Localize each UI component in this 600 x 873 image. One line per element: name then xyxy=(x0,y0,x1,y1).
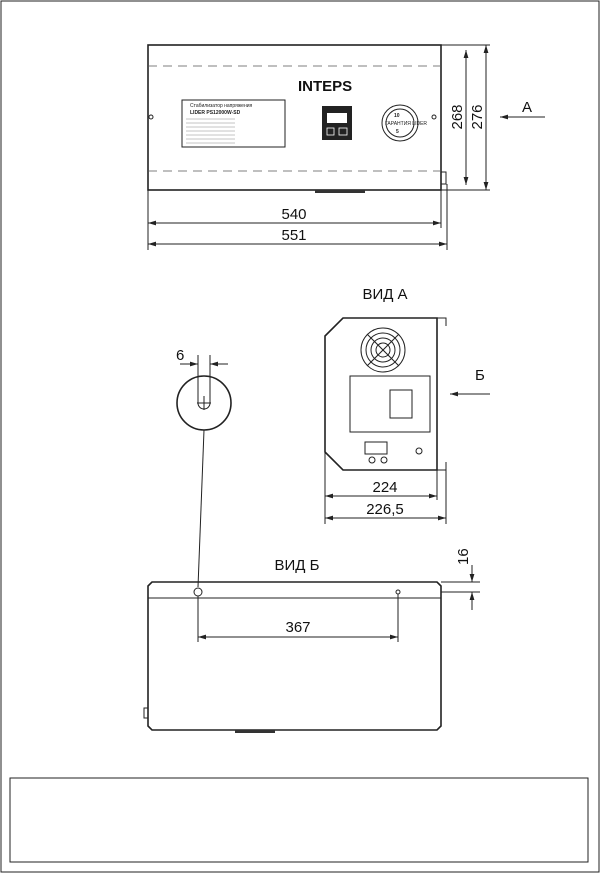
front-view: INTEPS Стабилизатор напряжения LIDER PS1… xyxy=(147,44,447,193)
nameplate-title: Стабилизатор напряжения xyxy=(190,103,253,109)
svg-text:ГАРАНТИЯ LIDER: ГАРАНТИЯ LIDER xyxy=(385,121,427,127)
svg-text:268: 268 xyxy=(449,104,466,129)
bottom-dimensions: 16 367 xyxy=(197,548,480,642)
fan-grille xyxy=(360,327,406,373)
nameplate-model: LIDER PS12000W-SD xyxy=(190,110,241,116)
nameplate xyxy=(181,99,286,148)
title-block xyxy=(9,777,589,863)
svg-text:551: 551 xyxy=(281,227,306,244)
svg-text:5: 5 xyxy=(396,129,399,135)
svg-text:10: 10 xyxy=(394,113,400,119)
warranty-seal xyxy=(381,104,419,142)
side-view-title: ВИД А xyxy=(362,286,407,303)
svg-text:276: 276 xyxy=(469,104,486,129)
side-dimensions: Б 224 226,5 xyxy=(324,367,490,524)
side-view xyxy=(324,317,447,471)
bottom-view-title: ВИД Б xyxy=(275,557,320,574)
svg-text:367: 367 xyxy=(285,619,310,636)
power-switch xyxy=(364,441,388,455)
bottom-view xyxy=(143,581,442,733)
view-arrow-a: А xyxy=(522,99,532,116)
svg-text:16: 16 xyxy=(455,548,472,565)
view-arrow-b: Б xyxy=(475,367,485,384)
svg-text:226,5: 226,5 xyxy=(366,501,404,518)
svg-text:6: 6 xyxy=(176,347,184,364)
slot-detail: 6 xyxy=(176,347,232,588)
svg-text:224: 224 xyxy=(372,479,397,496)
front-dimensions: 268 276 А 540 551 xyxy=(147,44,545,250)
brand-logo: INTEPS xyxy=(298,78,352,95)
terminal-cover xyxy=(349,375,431,433)
svg-text:540: 540 xyxy=(281,206,306,223)
